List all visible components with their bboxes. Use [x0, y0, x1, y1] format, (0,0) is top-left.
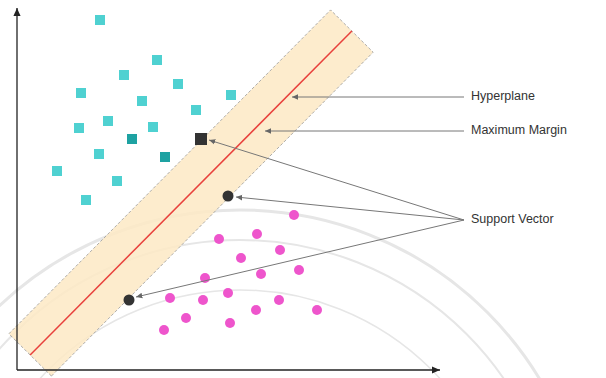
class-b-point: [294, 265, 304, 275]
class-a-point: [94, 149, 104, 159]
class-b-point: [252, 229, 262, 239]
class-a-point: [226, 90, 236, 100]
leader-line: [209, 140, 464, 220]
class-b-point: [214, 234, 224, 244]
class-a-point: [74, 123, 84, 133]
class-a-point: [152, 55, 162, 65]
class-a-point: [81, 195, 91, 205]
class-a-point: [76, 88, 86, 98]
x-axis: [17, 369, 440, 370]
class-b-point: [312, 305, 322, 315]
hyperplane-line: [30, 31, 352, 355]
class-a-point: [148, 122, 158, 132]
class-b-point: [236, 253, 246, 263]
class-b-point: [275, 245, 285, 255]
leader-line: [236, 197, 464, 220]
class-b-point: [274, 295, 284, 305]
class-b-point: [256, 269, 266, 279]
callout-label: Support Vector: [470, 212, 555, 227]
class-b-point: [289, 210, 299, 220]
leader-line: [265, 131, 464, 132]
class-a-point: [103, 116, 113, 126]
class-a-point: [119, 70, 129, 80]
callout-label: Hyperplane: [470, 89, 536, 104]
class-a-point: [137, 96, 147, 106]
class-b-point: [225, 318, 235, 328]
class-b-point: [165, 293, 175, 303]
class-a-point: [191, 105, 201, 115]
class-a-point: [52, 166, 62, 176]
class-a-point: [173, 79, 183, 89]
callout-label: Maximum Margin: [470, 123, 568, 138]
leader-line: [292, 97, 464, 98]
margin-band: [9, 10, 373, 376]
support-vector-circle: [223, 191, 234, 202]
class-b-point: [159, 325, 169, 335]
class-b-point: [223, 288, 233, 298]
class-b-point: [251, 305, 261, 315]
class-a-point: [160, 152, 170, 162]
support-vector-circle: [124, 295, 135, 306]
y-axis: [16, 8, 17, 370]
class-b-point: [181, 313, 191, 323]
class-a-point: [127, 134, 137, 144]
leader-line: [136, 220, 464, 297]
class-a-point: [112, 176, 122, 186]
class-b-point: [198, 295, 208, 305]
class-a-point: [95, 15, 105, 25]
support-vector-square: [195, 133, 207, 145]
leader-lines: [136, 97, 464, 297]
